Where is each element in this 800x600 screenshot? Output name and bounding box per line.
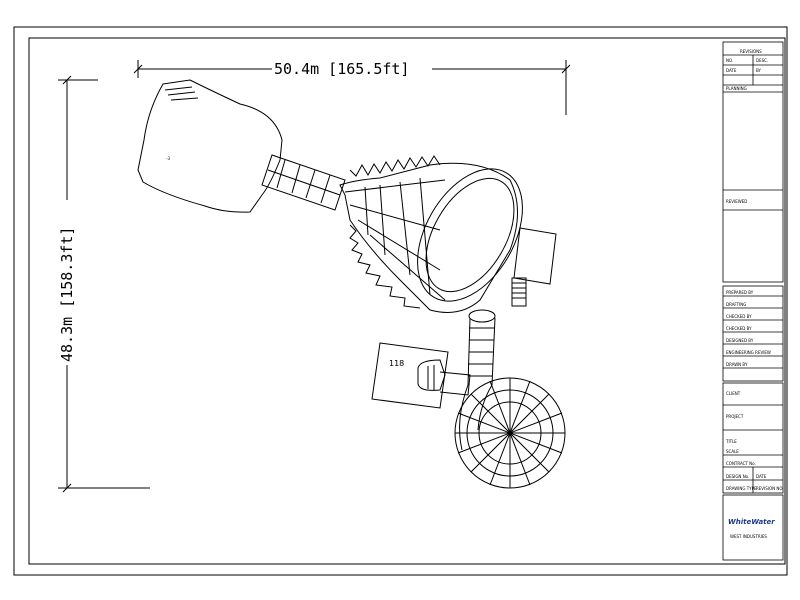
title-block [722,41,784,561]
company-subtitle: WEST INDUSTRIES [730,534,767,539]
tb-row-date: DATE [726,68,737,73]
runout-channel [261,154,346,211]
start-platform [371,342,471,409]
tb-engineered: ENGINEERING REVIEW [726,350,771,355]
tb-project: PROJECT [726,414,744,419]
tb-drawn: DRAWN BY [726,362,748,367]
inner-border [28,37,786,565]
funnel-structure [339,155,523,313]
tb-scale: SCALE [726,449,739,454]
tb-checked: CHECKED BY [726,314,752,319]
platform-label: 118 [389,359,404,368]
tb-reviewed: REVIEWED [726,199,747,204]
tb-drafted: DRAFTING [726,302,746,307]
outer-border [13,26,788,576]
tb-contract: CONTRACT No. [726,461,756,466]
tb-row-by: BY [756,68,762,73]
tb-title: TITLE [725,439,737,444]
company-logo: WhiteWater [728,518,775,526]
width-dimension [133,60,571,115]
tb-design-no: DESIGN No. [726,474,749,479]
tb-header: REVISIONS [740,49,762,54]
tb-client: CLIENT [726,391,741,396]
tb-planning: PLANNING [726,86,747,91]
tb-checked-2: CHECKED BY [726,326,752,331]
width-dimension-label: 50.4m [165.5ft] [274,60,409,78]
pool-label: -3 [166,156,170,161]
pool-outline [137,79,283,213]
tb-date: DATE [756,474,767,479]
height-dimension-label: 48.3m [158.3ft] [58,227,76,362]
tb-row-desc: DESC. [756,58,768,63]
tb-designed: DESIGNED BY [726,338,754,343]
tower-platform [511,227,557,307]
tb-drawing-type: DRAWING TYPE [726,486,757,491]
spiral-bowl [454,377,566,489]
tb-revision-no: REVISION NO. [756,486,784,491]
tb-prepared: PREPARED BY [726,290,754,295]
tb-row-no: NO. [726,58,733,63]
slide-tube [467,309,496,386]
height-dimension [58,75,150,493]
